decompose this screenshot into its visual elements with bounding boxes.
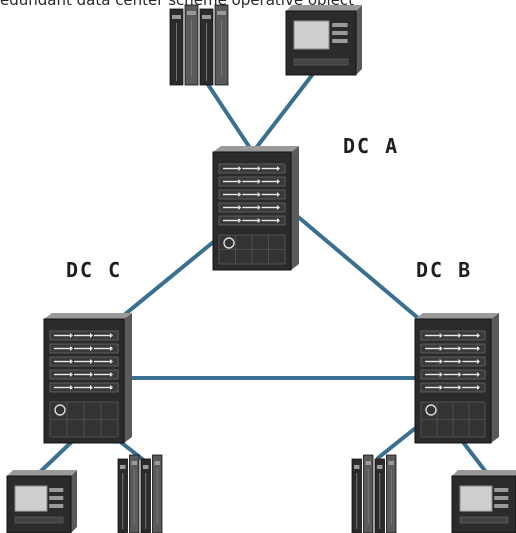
dc-a-switch: [212, 146, 299, 271]
a-server-rack: [169, 4, 229, 86]
devices-layer: [6, 4, 516, 533]
dc-c-label: DC C: [66, 258, 123, 282]
dc-c-switch: [43, 313, 132, 444]
c-server-rack: [117, 454, 163, 533]
link-dc-a-to-dc-b: [288, 208, 420, 320]
b-terminal-device: [451, 470, 516, 533]
header-text-fragment: edundant data center scheme operative ob…: [0, 0, 355, 9]
dc-b-power-icon: [425, 404, 437, 416]
dc-b-label: DC B: [416, 258, 473, 282]
b-server-rack: [351, 454, 397, 533]
link-a-terminal-to-dc-a: [254, 68, 318, 150]
a-terminal-device: [285, 5, 362, 76]
link-dc-a-to-dc-c: [116, 228, 230, 322]
dc-a-power-icon: [223, 237, 235, 249]
dc-a-label: DC A: [343, 134, 400, 158]
dc-b-switch: [414, 313, 499, 444]
link-a-server-to-dc-a: [203, 78, 252, 150]
dc-c-power-icon: [54, 404, 66, 416]
c-terminal-device: [6, 470, 77, 533]
